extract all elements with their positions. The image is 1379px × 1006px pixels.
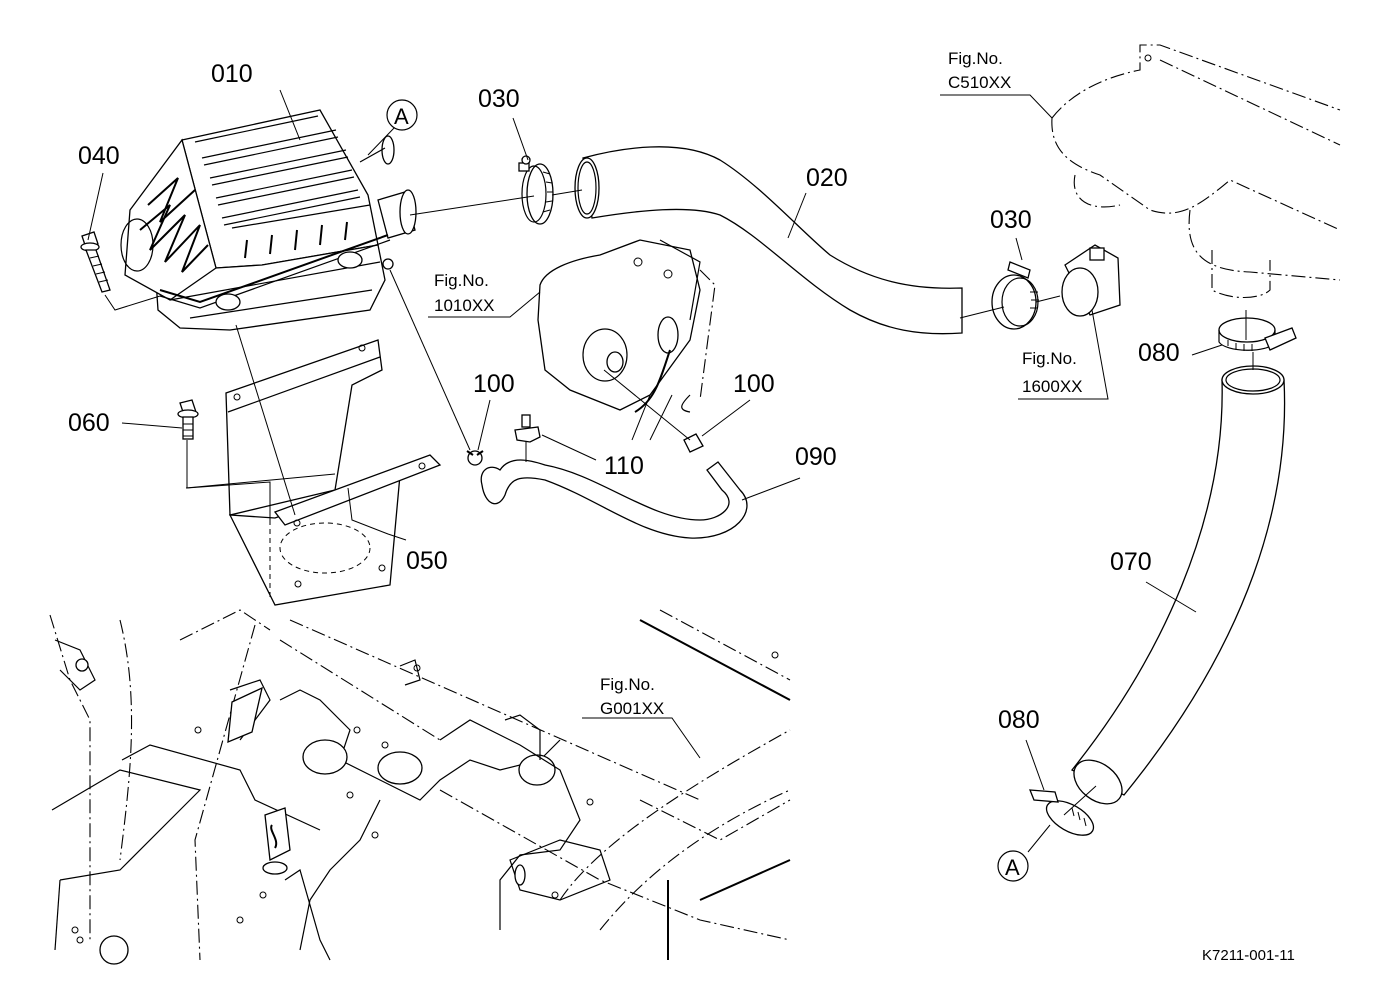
air-cleaner-drawing[interactable] <box>120 109 417 331</box>
figure-ref-prefix: Fig.No. <box>1022 349 1077 368</box>
figure-ref-prefix: Fig.No. <box>434 271 489 290</box>
drawing-code: K7211-001-11 <box>1202 947 1295 964</box>
figure-ref-code: G001XX <box>600 699 664 718</box>
marker-label: A <box>1005 855 1020 880</box>
intake-hose-020-drawing[interactable] <box>574 146 963 335</box>
part-label-030-right[interactable]: 030 <box>990 206 1032 234</box>
part-label-080-upper[interactable]: 080 <box>1138 339 1180 367</box>
bolt-040-drawing[interactable] <box>80 231 111 293</box>
part-label-020[interactable]: 020 <box>806 164 848 192</box>
bolt-060-drawing[interactable] <box>177 399 199 440</box>
clip-100-right-drawing[interactable] <box>683 433 704 453</box>
part-label-010[interactable]: 010 <box>211 60 253 88</box>
clamp-030-left-drawing[interactable] <box>518 155 554 225</box>
frame-g001xx-drawing <box>49 609 791 965</box>
clip-100-left-drawing[interactable] <box>466 450 484 466</box>
part-label-110[interactable]: 110 <box>604 452 644 480</box>
clamp-030-right-drawing[interactable] <box>991 261 1039 330</box>
part-label-030-left[interactable]: 030 <box>478 85 520 113</box>
leader-lines <box>87 89 1254 853</box>
part-label-050[interactable]: 050 <box>406 547 448 575</box>
clamp-080-lower-drawing[interactable] <box>1029 789 1099 842</box>
part-label-100-left[interactable]: 100 <box>473 370 515 398</box>
part-label-080-lower[interactable]: 080 <box>998 706 1040 734</box>
part-label-100-right[interactable]: 100 <box>733 370 775 398</box>
pre-cleaner-hose-070-drawing[interactable] <box>1066 365 1286 813</box>
figure-ref-g001xx[interactable]: Fig.No. G001XX <box>600 675 664 718</box>
part-label-060[interactable]: 060 <box>68 409 110 437</box>
bracket-050-drawing[interactable] <box>225 339 442 606</box>
joint-110-drawing[interactable] <box>514 414 541 462</box>
connection-marker-a-lower[interactable]: A <box>997 850 1029 882</box>
vacuum-hose-090-drawing[interactable] <box>480 459 748 539</box>
figure-ref-code: C510XX <box>948 73 1011 92</box>
clamp-080-upper-drawing[interactable] <box>1218 317 1297 351</box>
connection-marker-a-upper[interactable]: A <box>386 99 418 131</box>
figure-ref-code: 1010XX <box>434 296 495 315</box>
part-label-070[interactable]: 070 <box>1110 548 1152 576</box>
component-1600xx-drawing <box>1061 244 1121 317</box>
part-label-040[interactable]: 040 <box>78 142 120 170</box>
figure-ref-1010xx[interactable]: Fig.No. 1010XX <box>434 271 495 315</box>
figure-ref-1600xx[interactable]: Fig.No. 1600XX <box>1022 349 1083 396</box>
component-1010xx-drawing <box>537 239 716 413</box>
figure-ref-code: 1600XX <box>1022 377 1083 396</box>
component-c510xx-drawing <box>1051 44 1341 298</box>
marker-label: A <box>394 104 409 129</box>
figure-ref-prefix: Fig.No. <box>600 675 655 694</box>
figure-ref-c510xx[interactable]: Fig.No. C510XX <box>948 49 1011 92</box>
part-label-090[interactable]: 090 <box>795 443 837 471</box>
figure-ref-prefix: Fig.No. <box>948 49 1003 68</box>
